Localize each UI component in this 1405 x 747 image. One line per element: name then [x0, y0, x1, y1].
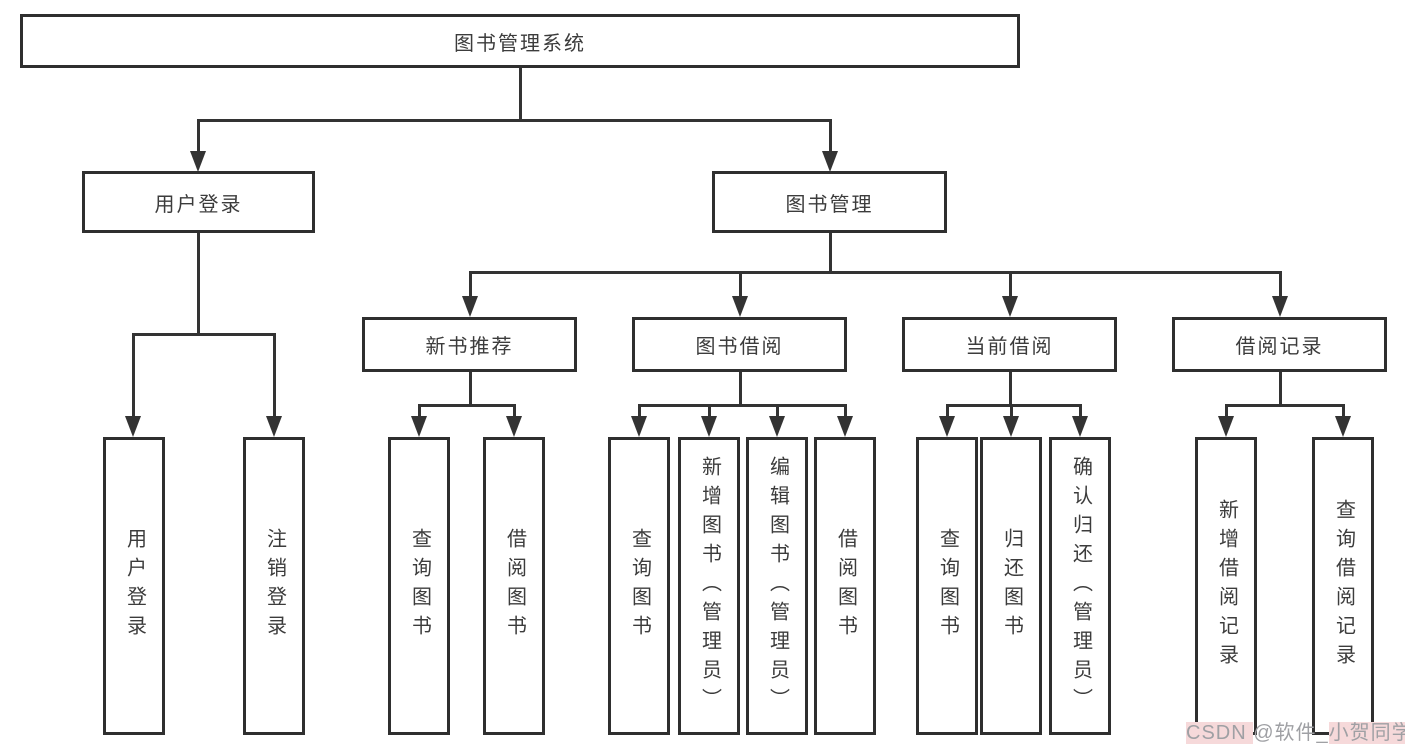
connector-line	[739, 271, 742, 297]
leaf-add-borrow-record: 新增借阅记录	[1195, 437, 1257, 735]
arrow-down-icon	[125, 416, 141, 437]
arrow-down-icon	[462, 296, 478, 317]
arrow-down-icon	[1072, 416, 1088, 437]
arrow-down-icon	[732, 296, 748, 317]
connector-line	[197, 119, 200, 152]
leaf-label: 新增借阅记录	[1215, 499, 1238, 673]
arrow-down-icon	[701, 416, 717, 437]
arrow-down-icon	[837, 416, 853, 437]
leaf-label: 查询借阅记录	[1332, 499, 1355, 673]
node-label: 新书推荐	[425, 336, 514, 358]
connector-line	[1279, 271, 1282, 297]
connector-line	[197, 119, 832, 122]
leaf-label: 新增图书（管理员）	[698, 455, 721, 717]
connector-line	[1009, 372, 1012, 406]
leaf-borrow-books: 借阅图书	[814, 437, 876, 735]
connector-line	[638, 404, 641, 417]
connector-line	[1279, 372, 1282, 406]
connector-line	[1009, 271, 1012, 297]
connector-line	[418, 404, 516, 407]
node-book-borrowing: 图书借阅	[632, 317, 847, 372]
connector-line	[776, 404, 779, 417]
connector-line	[513, 404, 516, 417]
leaf-logout: 注销登录	[243, 437, 305, 735]
connector-line	[1225, 404, 1344, 407]
node-root-system: 图书管理系统	[20, 14, 1020, 68]
arrow-down-icon	[1003, 416, 1019, 437]
watermark-text: @软件_	[1253, 722, 1329, 744]
connector-line	[1225, 404, 1228, 417]
arrow-down-icon	[1335, 416, 1351, 437]
node-label: 图书管理	[785, 193, 874, 216]
leaf-label: 查询图书	[628, 528, 651, 644]
node-label: 图书管理系统	[454, 32, 586, 55]
arrow-down-icon	[1218, 416, 1234, 437]
connector-line	[829, 233, 832, 273]
leaf-label: 查询图书	[408, 528, 431, 644]
node-current-borrowing: 当前借阅	[902, 317, 1117, 372]
leaf-label: 借阅图书	[834, 528, 857, 644]
node-label: 用户登录	[154, 193, 243, 216]
leaf-label: 编辑图书（管理员）	[766, 455, 789, 717]
arrow-down-icon	[411, 416, 427, 437]
connector-line	[1079, 404, 1082, 417]
connector-line	[418, 404, 421, 417]
leaf-label: 确认归还（管理员）	[1069, 455, 1092, 717]
node-borrowing-records: 借阅记录	[1172, 317, 1387, 372]
leaf-search-books-recommend: 查询图书	[388, 437, 450, 735]
leaf-label: 注销登录	[263, 528, 286, 644]
leaf-search-borrow-record: 查询借阅记录	[1312, 437, 1374, 735]
connector-line	[844, 404, 847, 417]
connector-line	[1342, 404, 1345, 417]
watermark-text: CSDN	[1186, 722, 1254, 744]
arrow-down-icon	[1002, 296, 1018, 317]
arrow-down-icon	[769, 416, 785, 437]
connector-line	[132, 333, 276, 336]
connector-line	[1010, 404, 1013, 417]
leaf-label: 归还图书	[1000, 528, 1023, 644]
node-label: 借阅记录	[1235, 336, 1324, 358]
arrow-down-icon	[190, 151, 206, 172]
leaf-search-books-current: 查询图书	[916, 437, 978, 735]
leaf-add-book-admin: 新增图书（管理员）	[678, 437, 740, 735]
connector-line	[638, 404, 846, 407]
arrow-down-icon	[1272, 296, 1288, 317]
connector-line	[946, 404, 1082, 407]
connector-line	[469, 271, 472, 297]
connector-line	[739, 372, 742, 406]
node-book-management: 图书管理	[712, 171, 947, 233]
node-label: 图书借阅	[695, 336, 784, 358]
arrow-down-icon	[506, 416, 522, 437]
leaf-borrow-books-recommend: 借阅图书	[483, 437, 545, 735]
connector-line	[469, 372, 472, 406]
connector-line	[829, 119, 832, 152]
watermark-text: 小贺同学	[1328, 722, 1405, 744]
node-label: 当前借阅	[965, 336, 1054, 358]
connector-line	[197, 233, 200, 336]
node-new-book-recommend: 新书推荐	[362, 317, 577, 372]
leaf-label: 借阅图书	[503, 528, 526, 644]
connector-line	[273, 333, 276, 417]
leaf-label: 查询图书	[936, 528, 959, 644]
leaf-edit-book-admin: 编辑图书（管理员）	[746, 437, 808, 735]
watermark: CSDN @软件_小贺同学	[1186, 716, 1405, 745]
leaf-user-login: 用户登录	[103, 437, 165, 735]
arrow-down-icon	[631, 416, 647, 437]
leaf-return-books: 归还图书	[980, 437, 1042, 735]
connector-line	[708, 404, 711, 417]
leaf-label: 用户登录	[123, 528, 146, 644]
arrow-down-icon	[939, 416, 955, 437]
connector-line	[132, 333, 135, 417]
arrow-down-icon	[822, 151, 838, 172]
node-user-login: 用户登录	[82, 171, 315, 233]
arrow-down-icon	[266, 416, 282, 437]
leaf-confirm-return-admin: 确认归还（管理员）	[1049, 437, 1111, 735]
connector-line	[469, 271, 1281, 274]
leaf-search-books-borrowing: 查询图书	[608, 437, 670, 735]
connector-line	[519, 68, 522, 119]
connector-line	[946, 404, 949, 417]
